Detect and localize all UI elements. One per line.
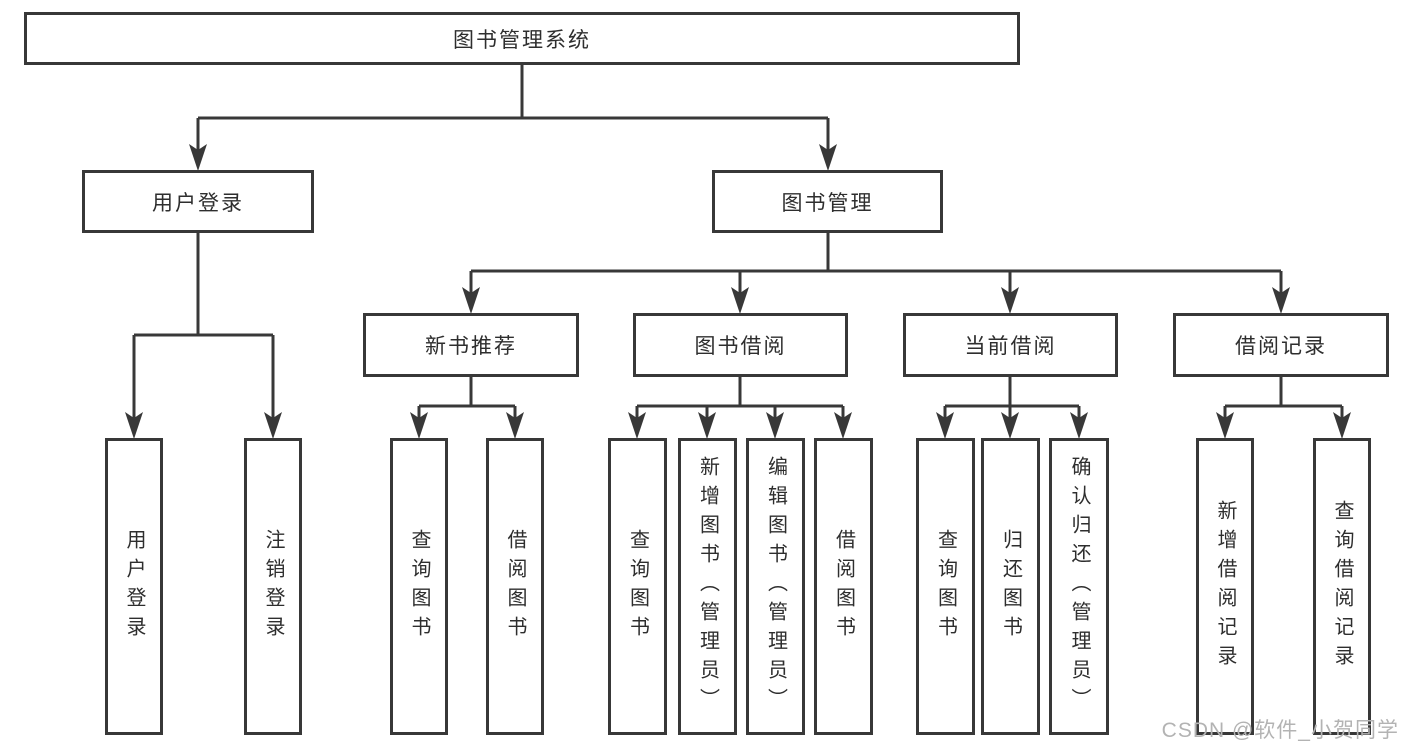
node-book-borrow-label: 图书借阅 bbox=[694, 335, 787, 358]
leaf-user-login-label: 用户登录 bbox=[123, 528, 145, 645]
node-new-book-recommend-label: 新书推荐 bbox=[425, 335, 517, 358]
leaf-logout: 注销登录 bbox=[244, 438, 302, 735]
connector-user-login bbox=[132, 233, 275, 420]
node-root: 图书管理系统 bbox=[24, 12, 1020, 65]
node-user-login: 用户登录 bbox=[82, 170, 314, 233]
leaf-query-books-recommend: 查询图书 bbox=[390, 438, 448, 735]
leaf-edit-book-admin: 编辑图书（管理员） bbox=[746, 438, 805, 735]
node-book-management: 图书管理 bbox=[712, 170, 943, 233]
leaf-return-book-label: 归还图书 bbox=[999, 528, 1022, 645]
leaf-query-books-recommend-label: 查询图书 bbox=[408, 528, 430, 645]
leaf-borrow-books: 借阅图书 bbox=[814, 438, 873, 735]
leaf-logout-label: 注销登录 bbox=[262, 528, 284, 645]
node-current-borrow: 当前借阅 bbox=[903, 313, 1118, 377]
leaf-query-books-borrow: 查询图书 bbox=[608, 438, 667, 735]
connector-root bbox=[196, 63, 830, 152]
connector-current-borrow bbox=[943, 377, 1081, 420]
leaf-add-book-admin-label: 新增图书（管理员） bbox=[696, 456, 719, 717]
leaf-query-books-current: 查询图书 bbox=[916, 438, 975, 735]
node-borrow-records-label: 借阅记录 bbox=[1235, 335, 1327, 358]
csdn-watermark: CSDN @软件_小贺同学 bbox=[1161, 719, 1399, 742]
node-book-management-label: 图书管理 bbox=[781, 191, 874, 215]
leaf-query-books-current-label: 查询图书 bbox=[934, 528, 957, 645]
leaf-query-borrow-record: 查询借阅记录 bbox=[1313, 438, 1371, 735]
leaf-edit-book-admin-label: 编辑图书（管理员） bbox=[764, 456, 787, 717]
node-borrow-records: 借阅记录 bbox=[1173, 313, 1389, 377]
leaf-confirm-return-admin: 确认归还（管理员） bbox=[1049, 438, 1109, 735]
leaf-add-borrow-record: 新增借阅记录 bbox=[1196, 438, 1254, 735]
connector-new-book-recommend bbox=[417, 377, 517, 420]
node-book-borrow: 图书借阅 bbox=[633, 313, 848, 377]
leaf-add-book-admin: 新增图书（管理员） bbox=[678, 438, 737, 735]
connector-borrow-records bbox=[1223, 377, 1344, 420]
leaf-borrow-books-label: 借阅图书 bbox=[832, 528, 855, 645]
leaf-borrow-books-recommend-label: 借阅图书 bbox=[504, 528, 526, 645]
connector-book-management bbox=[469, 233, 1283, 294]
leaf-return-book: 归还图书 bbox=[981, 438, 1040, 735]
leaf-query-borrow-record-label: 查询借阅记录 bbox=[1331, 499, 1353, 674]
node-current-borrow-label: 当前借阅 bbox=[964, 335, 1057, 358]
leaf-query-books-borrow-label: 查询图书 bbox=[626, 528, 649, 645]
connector-book-borrow bbox=[635, 377, 845, 420]
leaf-borrow-books-recommend: 借阅图书 bbox=[486, 438, 544, 735]
node-user-login-label: 用户登录 bbox=[152, 191, 244, 215]
node-new-book-recommend: 新书推荐 bbox=[363, 313, 579, 377]
node-root-label: 图书管理系统 bbox=[453, 28, 591, 52]
leaf-confirm-return-admin-label: 确认归还（管理员） bbox=[1068, 456, 1090, 717]
leaf-add-borrow-record-label: 新增借阅记录 bbox=[1214, 499, 1236, 674]
leaf-user-login: 用户登录 bbox=[105, 438, 163, 735]
